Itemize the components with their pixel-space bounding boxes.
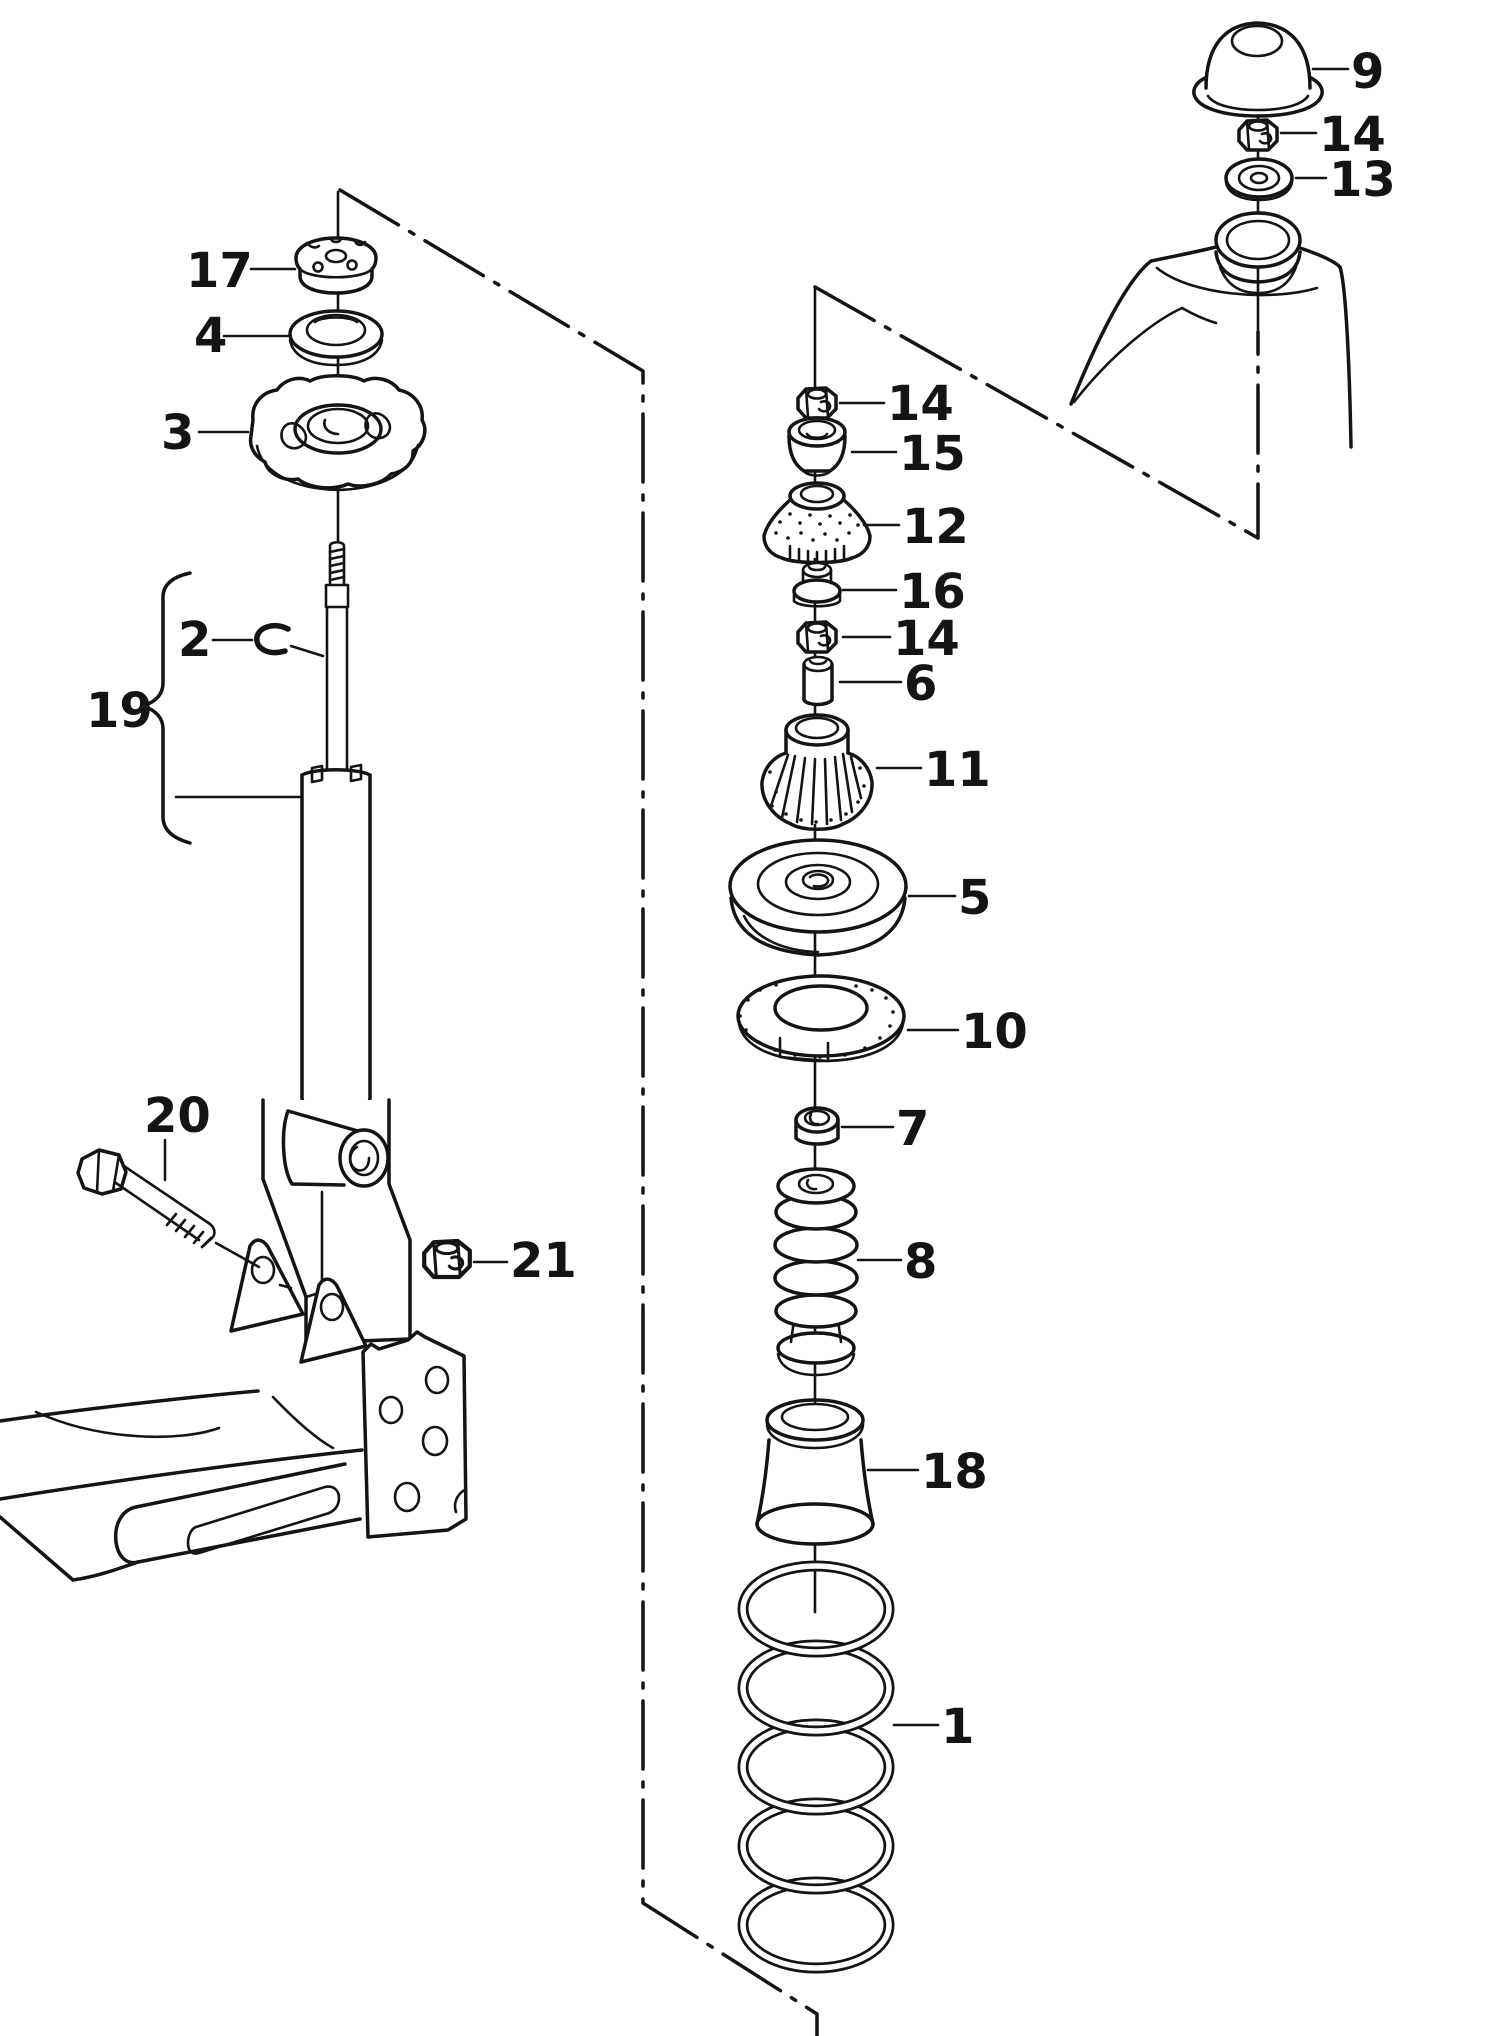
callout-2-label: 2 <box>178 612 211 668</box>
bushing-part-16 <box>792 561 842 608</box>
nut-part-14-top-right <box>1237 118 1279 152</box>
stipple-texture-11 <box>768 766 866 824</box>
callout-11-label: 11 <box>924 742 991 798</box>
bolt-part-20 <box>76 1148 216 1249</box>
leader-lines <box>141 67 1350 1727</box>
stipple-texture-10 <box>738 983 895 1059</box>
nut-part-14-lower <box>796 620 838 654</box>
circlip-part-2 <box>254 623 291 656</box>
section-boundary-lines <box>338 188 1260 2036</box>
middle-stack-group <box>728 386 908 1974</box>
callout-19-label: 19 <box>86 683 153 739</box>
trailing-arm <box>0 1462 362 1582</box>
callout-1-label: 1 <box>941 1699 974 1755</box>
shock-lower-bushing-eye <box>281 1109 390 1188</box>
callout-9-label: 9 <box>1351 44 1384 100</box>
cap-part-9 <box>1192 21 1324 118</box>
callout-14-lower-label: 14 <box>893 611 960 667</box>
shock-absorber-body-part-19 <box>300 763 372 1120</box>
strut-tower-group <box>1069 21 1353 449</box>
coil-spring-part-1 <box>737 1560 895 1974</box>
cup-washer-part-15 <box>787 416 847 477</box>
bump-stop-part-8 <box>773 1167 859 1377</box>
nut-part-14-upper <box>796 386 838 420</box>
rubber-mount-part-12 <box>762 481 872 565</box>
callout-10-label: 10 <box>961 1004 1028 1060</box>
spring-plate-part-5 <box>728 838 908 957</box>
buffer-mount-part-11 <box>760 713 874 831</box>
callout-4-label: 4 <box>194 308 227 364</box>
stipple-texture-12 <box>774 512 860 542</box>
axle-tube <box>0 1389 364 1501</box>
callout-7-label: 7 <box>896 1101 929 1157</box>
callout-14-upper-label: 14 <box>887 376 954 432</box>
callout-14-right-label: 14 <box>1319 107 1386 163</box>
bushing-part-7 <box>794 1106 840 1146</box>
bearing-ring-part-4 <box>288 309 384 367</box>
callout-13-label: 13 <box>1329 152 1396 208</box>
mounting-plate <box>361 1330 468 1539</box>
callout-labels: 17 4 3 2 19 20 21 14 15 12 16 14 6 11 5 … <box>86 44 1396 1755</box>
callout-15-label: 15 <box>899 426 966 482</box>
gusset-bracket-right <box>299 1277 368 1364</box>
callout-18-label: 18 <box>921 1444 988 1500</box>
callout-5-label: 5 <box>958 870 991 926</box>
body-strut-tower <box>1069 211 1353 449</box>
washer-part-13 <box>1224 157 1294 202</box>
callout-16-label: 16 <box>899 564 966 620</box>
callout-12-label: 12 <box>902 499 969 555</box>
callout-20-label: 20 <box>144 1088 211 1144</box>
crown-nut-part-17 <box>294 236 378 295</box>
callout-17-label: 17 <box>186 243 253 299</box>
callout-21-label: 21 <box>510 1233 577 1289</box>
callout-6-label: 6 <box>904 656 937 712</box>
damper-ring-part-10 <box>736 974 906 1063</box>
piston-rod <box>324 540 350 774</box>
callout-8-label: 8 <box>904 1234 937 1290</box>
nut-part-21 <box>424 1241 470 1277</box>
strut-upper-mount-group <box>248 236 427 1120</box>
spacer-sleeve-part-6 <box>802 655 834 707</box>
strut-mount-part-3 <box>248 374 427 492</box>
protective-boot-part-18 <box>755 1398 875 1546</box>
axle-beam-assembly <box>0 1098 470 1582</box>
callout-3-label: 3 <box>161 405 194 461</box>
